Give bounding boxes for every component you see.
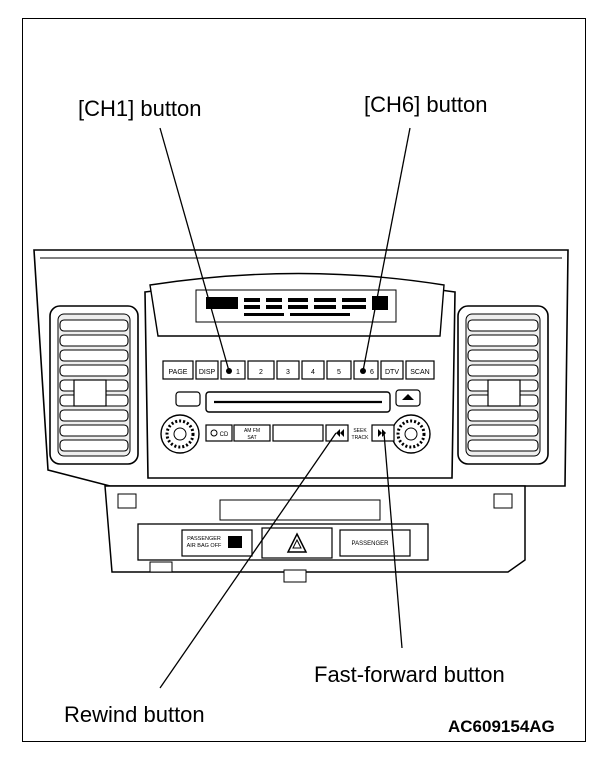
ch4-button[interactable]: 4 — [301, 360, 325, 380]
leader-lines — [159, 127, 411, 689]
blank-button[interactable] — [272, 424, 324, 442]
lower-console: PASSENGER AIR BAG OFF PASSENGER — [104, 485, 526, 583]
tune-knob-icon[interactable] — [391, 414, 431, 454]
svg-text:DISP: DISP — [199, 369, 216, 376]
cd-button[interactable]: CD — [205, 424, 233, 442]
right-air-vent[interactable] — [457, 305, 549, 465]
ch1-leader — [159, 127, 230, 372]
ch5-button[interactable]: 5 — [326, 360, 352, 380]
hazard-triangle-icon — [286, 532, 308, 553]
am-fm-sat-button[interactable]: AM FM SAT — [233, 424, 271, 442]
svg-text:2: 2 — [259, 369, 263, 376]
fast-forward-button[interactable] — [371, 424, 395, 442]
scan-button[interactable]: SCAN — [405, 360, 435, 380]
svg-text:6: 6 — [370, 369, 374, 376]
page-button[interactable]: PAGE — [162, 360, 194, 380]
seek-track-label: SEEK TRACK — [352, 428, 370, 441]
svg-text:5: 5 — [337, 369, 341, 376]
ch2-button[interactable]: 2 — [247, 360, 275, 380]
ch3-button[interactable]: 3 — [276, 360, 300, 380]
left-air-vent[interactable] — [49, 305, 139, 465]
ch6-callout: [CH6] button — [364, 92, 488, 117]
svg-text:PASSENGER: PASSENGER — [187, 536, 221, 542]
svg-text:PASSENGER: PASSENGER — [352, 541, 390, 547]
svg-text:DTV: DTV — [385, 369, 399, 376]
svg-text:SEEK: SEEK — [353, 428, 367, 434]
figure-id: AC609154AG — [448, 717, 555, 736]
svg-text:TRACK: TRACK — [352, 435, 370, 441]
dtv-button[interactable]: DTV — [380, 360, 404, 380]
disp-button[interactable]: DISP — [195, 360, 219, 380]
rewind-callout: Rewind button — [64, 702, 205, 727]
rewind-button[interactable] — [325, 424, 349, 442]
preset-button-row: PAGE DISP 1 2 3 4 5 6 — [162, 360, 435, 380]
svg-text:AM FM: AM FM — [244, 428, 260, 434]
cd-slot — [205, 391, 391, 413]
load-button[interactable] — [175, 391, 201, 407]
svg-text:AIR BAG OFF: AIR BAG OFF — [187, 543, 222, 549]
fast-forward-callout: Fast-forward button — [314, 662, 505, 687]
svg-text:SAT: SAT — [247, 435, 256, 441]
ch6-leader — [362, 127, 411, 372]
rewind-leader — [159, 432, 337, 689]
svg-text:1: 1 — [236, 369, 240, 376]
ch1-button[interactable]: 1 — [220, 360, 246, 380]
volume-knob-icon[interactable] — [160, 414, 200, 454]
lcd-display — [149, 272, 445, 337]
ch1-callout: [CH1] button — [78, 96, 202, 121]
eject-icon[interactable] — [395, 389, 421, 407]
svg-text:PAGE: PAGE — [169, 369, 188, 376]
fast-forward-leader — [383, 432, 403, 649]
svg-text:CD: CD — [220, 432, 229, 438]
figure-frame — [22, 18, 586, 742]
svg-text:3: 3 — [286, 369, 290, 376]
ch6-button[interactable]: 6 — [353, 360, 379, 380]
svg-text:4: 4 — [311, 369, 315, 376]
svg-text:SCAN: SCAN — [410, 369, 429, 376]
